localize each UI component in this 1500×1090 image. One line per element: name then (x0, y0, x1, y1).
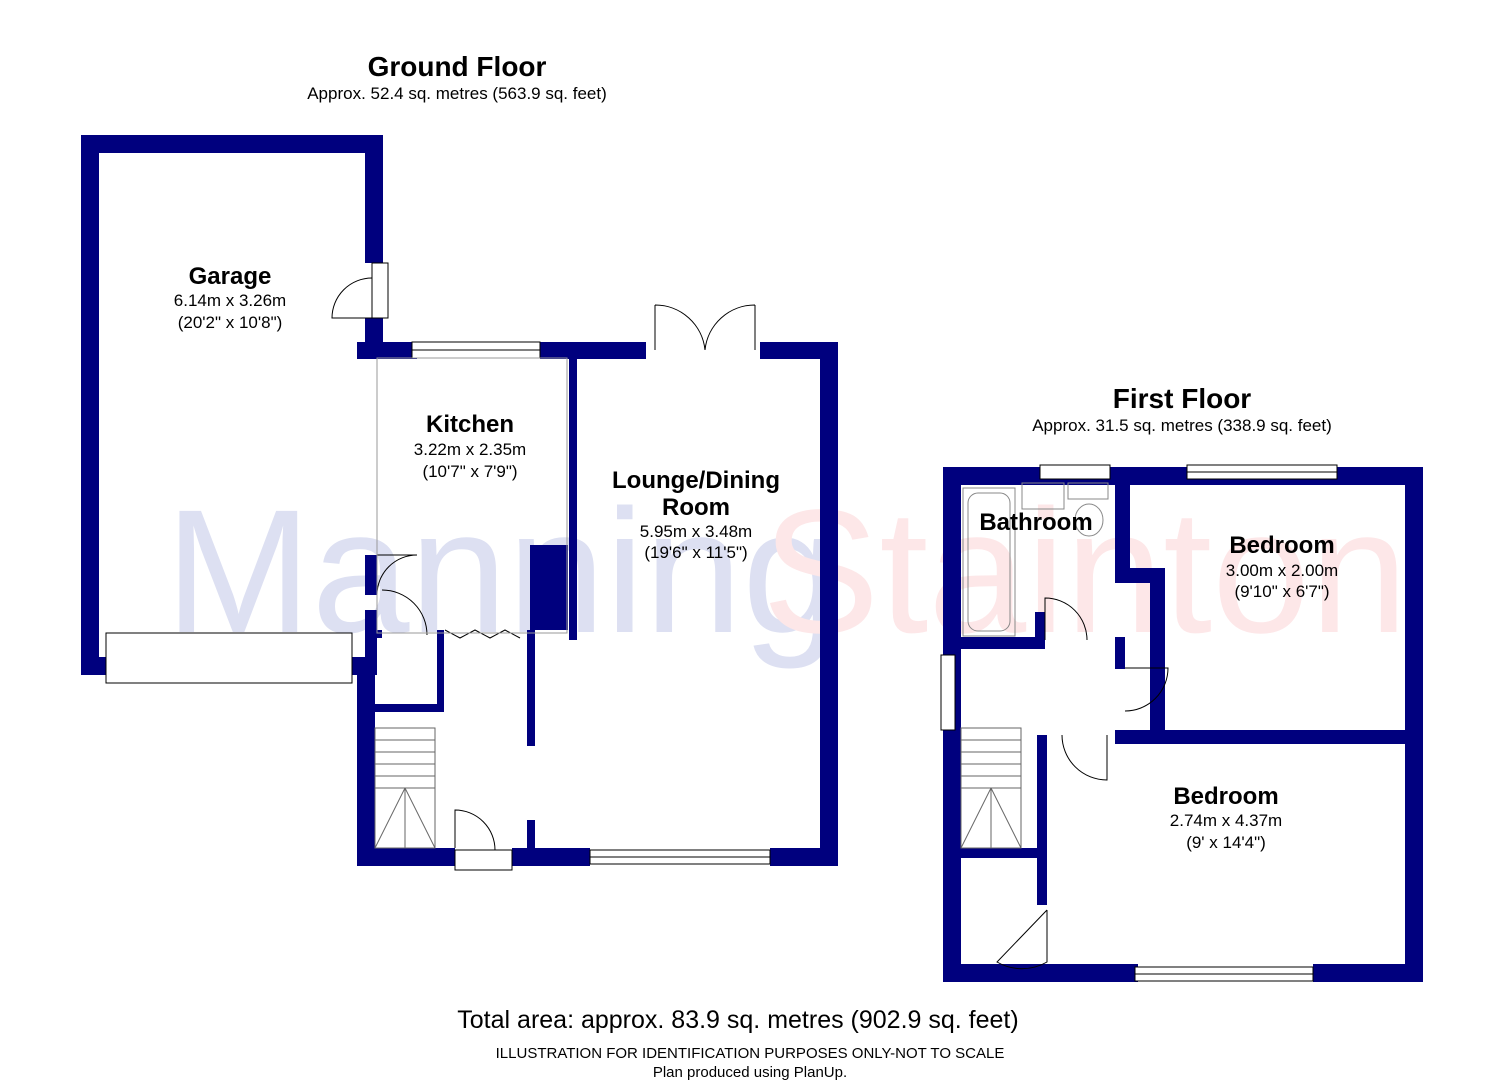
watermark-part2: Stainton (762, 474, 1408, 670)
bedroom-door-jamb (1115, 637, 1125, 669)
chimney-breast (530, 545, 568, 630)
ground-floor-labels: Ground Floor Approx. 52.4 sq. metres (56… (174, 51, 780, 562)
cupboard-wall-ff (961, 848, 1041, 858)
bed-wall-lower (1150, 568, 1165, 733)
cupboard-wall (372, 704, 444, 712)
bathroom-name: Bathroom (979, 509, 1092, 536)
garage-wall-right-lower (365, 555, 377, 595)
ff-wall-right (1405, 467, 1423, 982)
ground-floor-title: Ground Floor (368, 51, 547, 82)
ground-floor-area: Approx. 52.4 sq. metres (563.9 sq. feet) (307, 84, 607, 103)
garage-wall-right-upper (365, 135, 383, 263)
bath-tub-inner (967, 492, 1011, 632)
bedroom2-imperial: (9' x 14'4") (1186, 833, 1266, 852)
basin (1021, 482, 1065, 510)
kitchen-imperial: (10'7" x 7'9") (422, 462, 517, 481)
bedroom1-door-swing (1124, 667, 1169, 712)
bathroom-window (1039, 464, 1111, 480)
lounge-name-line1: Lounge/Dining (612, 467, 780, 494)
garage-metric: 6.14m x 3.26m (174, 291, 286, 310)
hall-wall (527, 630, 535, 746)
credit: Plan produced using PlanUp. (653, 1064, 847, 1081)
toilet (1074, 503, 1104, 537)
kitchen-worktop (376, 357, 568, 634)
landing-window (940, 654, 956, 731)
ground-floor-plan (81, 135, 838, 866)
first-floor-title: First Floor (1113, 383, 1252, 414)
landing-wall (1037, 735, 1047, 905)
ff-wall-bottom-1 (943, 964, 1138, 982)
house-wall-bottom-2 (512, 848, 590, 866)
garage-side-door-frame (371, 262, 389, 319)
lounge-imperial: (19'6" x 11'5") (644, 543, 747, 562)
ground-floor-openings (105, 262, 771, 871)
cupboard-door-ff (996, 909, 1048, 970)
garage-wall-top (81, 135, 383, 153)
hall-wall-lower (527, 820, 535, 856)
kitchen-name: Kitchen (426, 411, 514, 438)
kitchen-garage-door (376, 554, 418, 596)
disclaimer: ILLUSTRATION FOR IDENTIFICATION PURPOSES… (496, 1045, 1005, 1062)
ff-stair-treads (960, 739, 1022, 849)
house-wall-bottom-3 (770, 848, 838, 866)
bath-tub (962, 487, 1016, 637)
garage-name: Garage (189, 263, 272, 290)
french-door-left (654, 304, 706, 351)
house-wall-top-3 (760, 342, 838, 359)
garage-wall-left (81, 135, 99, 675)
lounge-name-line2: Room (662, 494, 730, 521)
cupboard-top-wall (372, 630, 382, 638)
house-wall-left (357, 658, 375, 866)
bedrooms-divider (1115, 730, 1423, 744)
toilet-cistern (1067, 482, 1109, 500)
ff-wall-bottom-2 (1313, 964, 1423, 982)
ff-wall-top (943, 467, 1423, 485)
bedroom2-door-swing (1061, 734, 1108, 781)
bifold-door (444, 629, 521, 639)
lounge-metric: 5.95m x 3.48m (640, 522, 752, 541)
french-door-right (704, 304, 756, 351)
first-floor-openings (940, 464, 1338, 982)
kitchen-lounge-wall (569, 355, 577, 640)
garage-door (105, 632, 353, 684)
bathroom-bottom-wall (961, 637, 1045, 649)
bathroom-door-swing (1044, 597, 1088, 641)
first-floor-plan (943, 467, 1423, 982)
front-door-step (454, 849, 513, 871)
first-floor-labels: First Floor Approx. 31.5 sq. metres (338… (979, 383, 1338, 852)
house-wall-right (820, 342, 838, 866)
house-wall-top-2 (540, 342, 646, 359)
bath-bed-wall (1115, 470, 1130, 568)
front-door-swing (454, 809, 496, 851)
bedroom1-metric: 3.00m x 2.00m (1226, 561, 1338, 580)
footer: Total area: approx. 83.9 sq. metres (902… (457, 1006, 1018, 1081)
first-floor-area: Approx. 31.5 sq. metres (338.9 sq. feet) (1032, 416, 1332, 435)
total-area: Total area: approx. 83.9 sq. metres (902… (457, 1006, 1018, 1034)
garage-side-door-swing (331, 277, 373, 319)
house-wall-bottom-1 (357, 848, 455, 866)
bedroom2-name: Bedroom (1173, 783, 1278, 810)
bathroom-door-jamb (1035, 612, 1045, 642)
bedroom1-imperial: (9'10" x 6'7") (1234, 582, 1329, 601)
kitchen-metric: 3.22m x 2.35m (414, 440, 526, 459)
garage-wall-right-bottom (365, 610, 377, 660)
garage-wall-front-left (81, 657, 108, 675)
cupboard-door-swing (381, 589, 428, 636)
cupboard-side-wall (437, 630, 444, 712)
house-wall-top-1 (357, 342, 417, 359)
bedroom1-name: Bedroom (1229, 532, 1334, 559)
garage-imperial: (20'2" x 10'8") (178, 313, 283, 332)
ground-stair-treads (374, 739, 436, 849)
bedroom2-metric: 2.74m x 4.37m (1170, 811, 1282, 830)
